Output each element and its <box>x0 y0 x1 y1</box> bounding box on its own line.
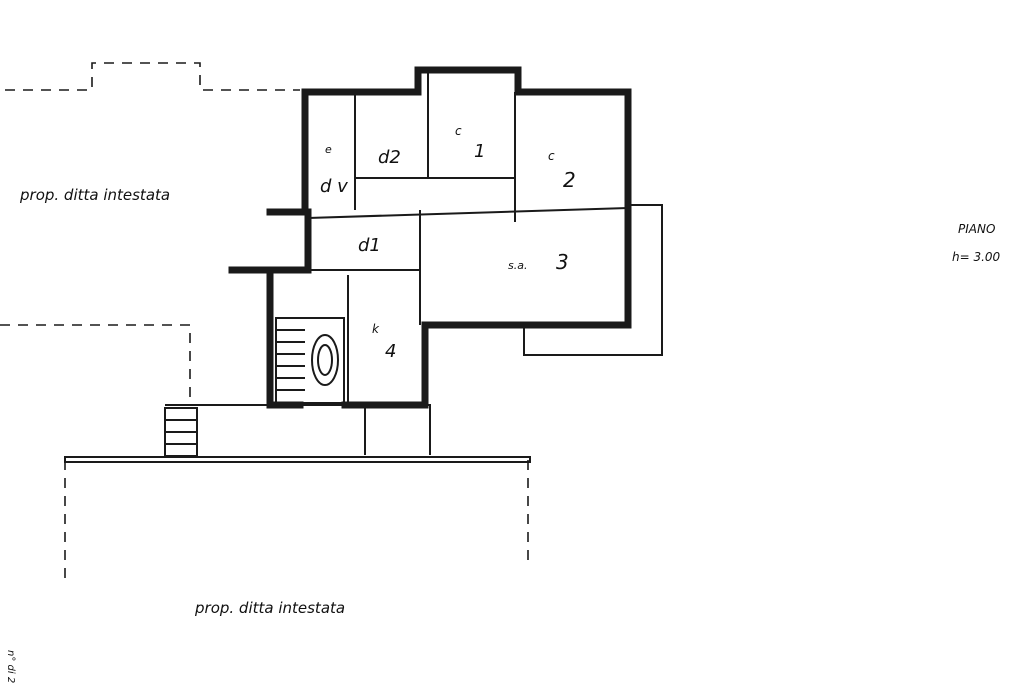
service-strip <box>165 404 431 455</box>
neighbor-boundary-top <box>5 62 300 91</box>
svg-text:k: k <box>372 322 380 336</box>
svg-text:s.a.: s.a. <box>508 259 527 272</box>
stairs-outside <box>164 407 198 457</box>
room-sa3-label: s.a. 3 <box>508 250 569 274</box>
svg-text:1: 1 <box>474 141 485 162</box>
svg-text:d2: d2 <box>378 147 401 168</box>
balcony-outline <box>523 204 663 356</box>
floor-height: h= 3.00 <box>952 250 1001 264</box>
room-d2-label: d2 <box>378 147 401 168</box>
svg-text:c: c <box>548 149 555 163</box>
svg-text:2: 2 <box>563 168 576 192</box>
svg-text:3: 3 <box>556 250 569 274</box>
svg-text:d1: d1 <box>358 235 381 256</box>
margin-note: n° di 2 <box>5 650 16 683</box>
room-c2-label: c 2 <box>548 149 576 192</box>
room-k4-label: k 4 <box>372 322 396 362</box>
courtyard-edge <box>64 456 531 463</box>
floor-title: PIANO <box>958 222 995 236</box>
svg-text:4: 4 <box>385 341 396 362</box>
room-d1-label: d1 <box>358 235 381 256</box>
interior-walls <box>307 70 629 405</box>
svg-text:d v: d v <box>320 176 348 197</box>
neighbor-top-label: prop. ditta intestata <box>19 186 170 204</box>
neighbor-boundary-left <box>0 324 191 405</box>
svg-text:c: c <box>455 124 462 138</box>
room-c1-label: c 1 <box>455 124 485 162</box>
svg-text:e: e <box>325 143 332 156</box>
neighbor-bottom-label: prop. ditta intestata <box>194 599 345 617</box>
staircase <box>275 317 345 404</box>
neighbor-boundary-bottom <box>64 460 529 580</box>
room-dv-label: e d v <box>320 143 348 197</box>
